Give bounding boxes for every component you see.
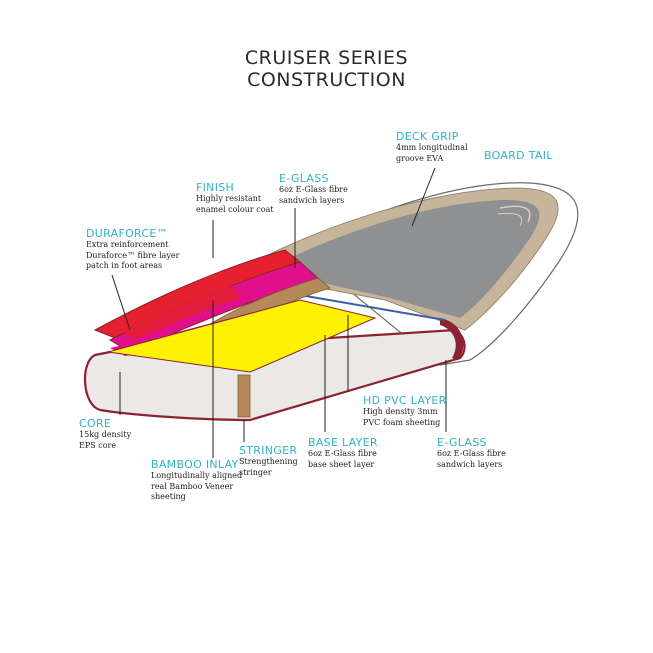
bamboo-inlay-desc: Longitudinally aligned real Bamboo Venee… bbox=[151, 471, 243, 501]
label-finish: FINISH Highly resistant enamel colour co… bbox=[196, 181, 274, 215]
e-glass-top-heading: E-GLASS bbox=[279, 172, 329, 185]
duraforce-desc: Extra reinforcement Duraforce™ fibre lay… bbox=[86, 240, 180, 270]
deck-grip-surface bbox=[265, 200, 540, 318]
label-duraforce: DURAFORCE™ Extra reinforcement Duraforce… bbox=[86, 227, 179, 272]
e-glass-bottom-desc: 6oz E-Glass fibre sandwich layers bbox=[437, 449, 506, 469]
label-hd-pvc: HD PVC LAYER High density 3mm PVC foam s… bbox=[363, 394, 447, 428]
label-stringer: STRINGER Strengthening stringer bbox=[239, 444, 298, 478]
deck-grip-desc: 4mm longitudinal groove EVA bbox=[396, 143, 468, 163]
pvc-edge bbox=[299, 294, 446, 321]
hd-pvc-desc: High density 3mm PVC foam sheeting bbox=[363, 407, 441, 427]
duraforce-heading: DURAFORCE™ bbox=[86, 227, 168, 240]
board-tail-heading: BOARD TAIL bbox=[484, 149, 553, 162]
label-e-glass-bottom: E-GLASS 6oz E-Glass fibre sandwich layer… bbox=[437, 436, 506, 470]
layer-base-yellow bbox=[107, 299, 377, 373]
title-line-2: CONSTRUCTION bbox=[247, 69, 406, 91]
stringer-heading: STRINGER bbox=[239, 444, 298, 457]
label-bamboo-inlay: BAMBOO INLAY Longitudinally aligned real… bbox=[151, 458, 242, 503]
tail-groove-1 bbox=[499, 205, 531, 223]
tail-groove-2 bbox=[497, 212, 522, 227]
label-e-glass-top: E-GLASS 6oz E-Glass fibre sandwich layer… bbox=[279, 172, 348, 206]
hd-pvc-heading: HD PVC LAYER bbox=[363, 394, 447, 407]
core-heading: CORE bbox=[79, 417, 112, 430]
label-base-layer: BASE LAYER 6oz E-Glass fibre base sheet … bbox=[308, 436, 378, 470]
leader-lines bbox=[111, 167, 447, 458]
stringer bbox=[237, 374, 251, 418]
base-layer-heading: BASE LAYER bbox=[308, 436, 378, 449]
finish-heading: FINISH bbox=[196, 181, 235, 194]
layer-duraforce-patch bbox=[120, 285, 240, 340]
label-deck-grip: DECK GRIP 4mm longitudinal groove EVA bbox=[396, 130, 468, 164]
e-glass-top-desc: 6oz E-Glass fibre sandwich layers bbox=[279, 185, 348, 205]
deck-grip-heading: DECK GRIP bbox=[396, 130, 459, 143]
rail-right bbox=[440, 318, 464, 360]
e-glass-bottom-heading: E-GLASS bbox=[437, 436, 487, 449]
finish-desc: Highly resistant enamel colour coat bbox=[196, 194, 274, 214]
core-desc: 15kg density EPS core bbox=[79, 430, 132, 450]
label-board-tail: BOARD TAIL bbox=[484, 149, 553, 162]
base-layer-desc: 6oz E-Glass fibre base sheet layer bbox=[308, 449, 377, 469]
bamboo-inlay-heading: BAMBOO INLAY bbox=[151, 458, 239, 471]
label-core: CORE 15kg density EPS core bbox=[79, 417, 131, 451]
stringer-desc: Strengthening stringer bbox=[239, 457, 298, 477]
title-line-1: CRUISER SERIES bbox=[244, 47, 409, 69]
